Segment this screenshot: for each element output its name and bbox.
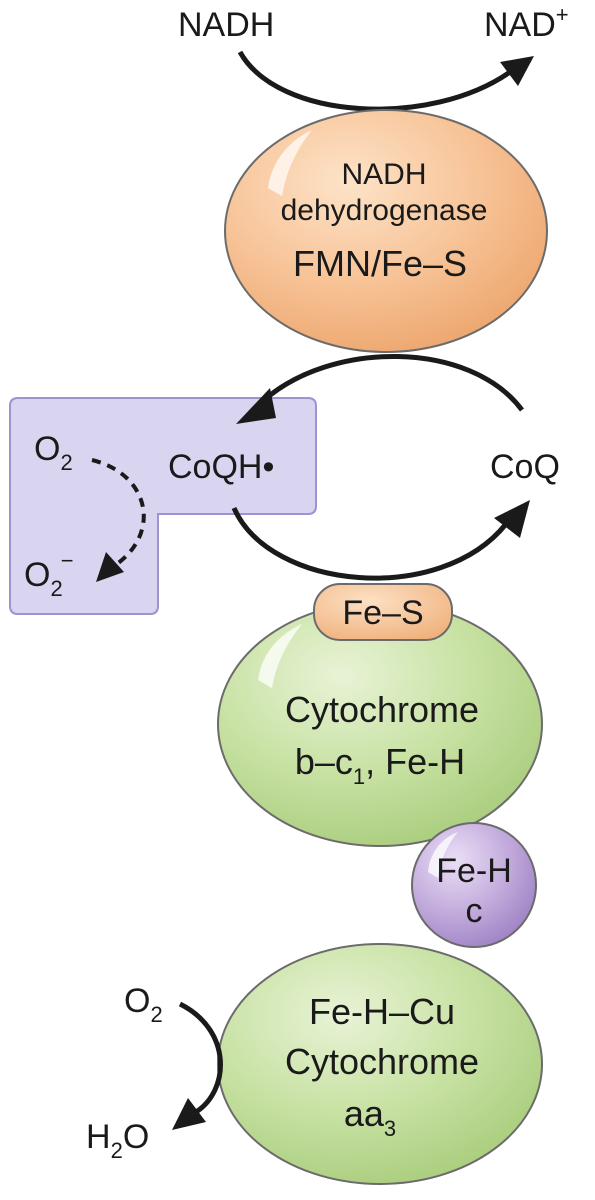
ros-box <box>9 397 317 615</box>
coq-cycle-lower-arrowhead <box>494 500 530 538</box>
fes-cluster-label: Fe–S <box>342 594 423 632</box>
nadh-to-nad-arrow <box>237 50 512 112</box>
o2-label: O2 <box>34 430 73 475</box>
nadh-dehydrogenase-highlight <box>268 130 312 196</box>
o2-to-water-arrowhead <box>172 1098 206 1130</box>
cytochrome-aa3-line2: Cytochrome <box>285 1041 479 1082</box>
cytochrome-c-line1: Fe-H <box>436 852 512 890</box>
cytochrome-bc1-line2: b–c1, Fe-H <box>295 741 465 789</box>
nadh-label: NADH <box>178 6 274 44</box>
nadh-dehydrogenase-ellipse <box>224 109 548 353</box>
fmn-fes-label: FMN/Fe–S <box>293 243 467 284</box>
nadh-to-nad-arrowhead <box>500 56 534 86</box>
coq-cycle-lower-arc <box>231 506 508 581</box>
fes-cluster-pill <box>313 583 453 641</box>
coq-label: CoQ <box>490 448 560 486</box>
superoxide-label: O2− <box>24 548 74 601</box>
cytochrome-bc1-highlight <box>258 624 302 688</box>
nad-plus-label: NAD+ <box>484 2 569 44</box>
coq-cycle-upper-arrowhead <box>236 388 276 424</box>
nadh-dehydrogenase-line2: dehydrogenase <box>281 194 488 227</box>
o2-to-superoxide-dashed-arrow <box>91 458 146 568</box>
cytochrome-aa3-line3: aa3 <box>344 1093 396 1141</box>
coq-cycle-upper-arc <box>260 354 525 412</box>
water-label: H2O <box>86 1118 149 1163</box>
bottom-o2-label: O2 <box>124 982 163 1027</box>
o2-to-superoxide-arrowhead <box>96 552 124 582</box>
cytochrome-aa3-line1: Fe-H–Cu <box>309 991 455 1032</box>
cytochrome-c-highlight <box>428 832 458 878</box>
o2-to-water-arrow <box>178 1001 223 1115</box>
cytochrome-c-line2: c <box>466 892 483 930</box>
cytochrome-bc1-line1: Cytochrome <box>285 689 479 730</box>
coqh-radical-label: CoQH• <box>168 448 274 486</box>
nadh-dehydrogenase-line1: NADH <box>341 158 426 191</box>
